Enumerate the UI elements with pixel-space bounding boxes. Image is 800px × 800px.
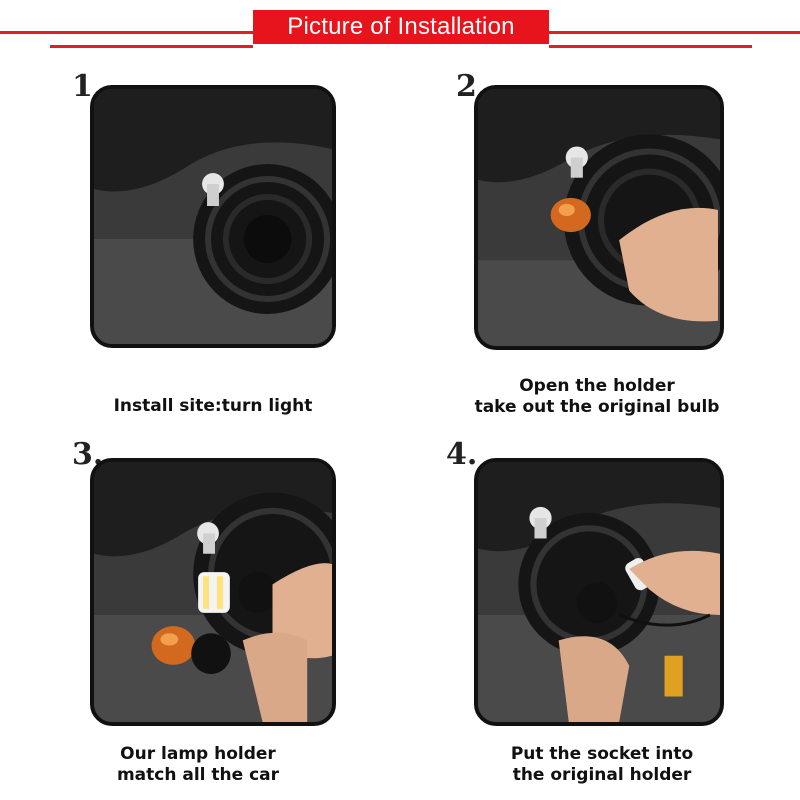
step-3-caption: Our lamp holder match all the car xyxy=(18,744,378,786)
step-4-caption-line-2: the original holder xyxy=(512,765,692,785)
step-4-caption-line-1: Put the socket into xyxy=(510,744,694,764)
step-2-caption: Open the holder take out the original bu… xyxy=(417,376,777,418)
header-rule-left-top xyxy=(0,31,255,34)
step-4-photo xyxy=(474,458,724,726)
header-rule-right-top xyxy=(549,31,800,34)
step-2-caption-line-1: Open the holder xyxy=(519,376,675,396)
header-rule-left-bottom xyxy=(50,45,253,48)
page-title: Picture of Installation xyxy=(253,10,549,44)
step-1-caption: Install site:turn light xyxy=(33,396,393,417)
step-3-caption-line-1: Our lamp holder xyxy=(120,744,276,764)
step-2-caption-line-2: take out the original bulb xyxy=(474,397,720,417)
step-4-number: 4. xyxy=(446,437,478,472)
step-4-caption: Put the socket into the original holder xyxy=(422,744,782,786)
step-1-photo xyxy=(90,85,336,348)
step-1-caption-line-1: Install site:turn light xyxy=(113,396,313,416)
step-2-photo xyxy=(474,85,724,350)
step-3-photo xyxy=(90,458,336,726)
step-3-caption-line-2: match all the car xyxy=(116,765,280,785)
header-rule-right-bottom xyxy=(549,45,752,48)
